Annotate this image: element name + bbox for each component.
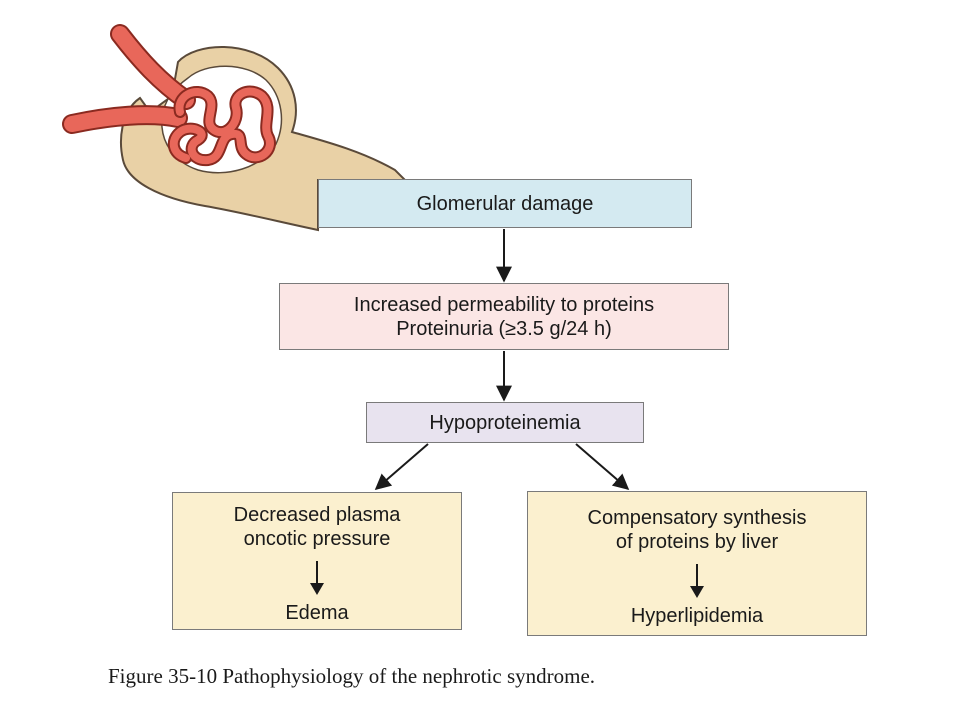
- node-glomerular-damage-label: Glomerular damage: [416, 192, 594, 215]
- node-hypoproteinemia-label: Hypoproteinemia: [429, 411, 581, 434]
- node-glomerular-damage: Glomerular damage: [318, 179, 692, 228]
- node-synthesis-line2: of proteins by liver: [615, 531, 779, 553]
- afferent-arteriole-icon: [62, 105, 188, 134]
- arrow-oncotic-to-edema: [310, 561, 324, 595]
- efferent-arteriole-icon: [110, 24, 196, 110]
- node-hyperlipidemia-label: Hyperlipidemia: [630, 605, 764, 627]
- node-synthesis-line1: Compensatory synthesis: [587, 507, 807, 529]
- figure-caption: Figure 35-10 Pathophysiology of the neph…: [108, 664, 596, 688]
- node-permeability-line1: Increased permeability to proteins: [353, 293, 655, 316]
- node-oncotic-pressure: Decreased plasma oncotic pressure Edema: [172, 492, 462, 630]
- node-permeability-line2: Proteinuria (≥3.5 g/24 h): [396, 317, 612, 340]
- node-oncotic-line2: oncotic pressure: [243, 528, 391, 550]
- node-edema-label: Edema: [285, 602, 349, 624]
- arrow-synthesis-to-hyperlipidemia: [690, 564, 704, 598]
- node-compensatory-synthesis: Compensatory synthesis of proteins by li…: [527, 491, 867, 636]
- node-permeability: Increased permeability to proteins Prote…: [279, 283, 729, 350]
- node-hypoproteinemia: Hypoproteinemia: [366, 402, 644, 443]
- node-oncotic-line1: Decreased plasma: [233, 504, 401, 526]
- capillary-tuft-icon: [167, 85, 276, 167]
- arrow-hypoproteinemia-to-left: [374, 443, 429, 491]
- arrow-hypoproteinemia-to-right: [575, 443, 630, 491]
